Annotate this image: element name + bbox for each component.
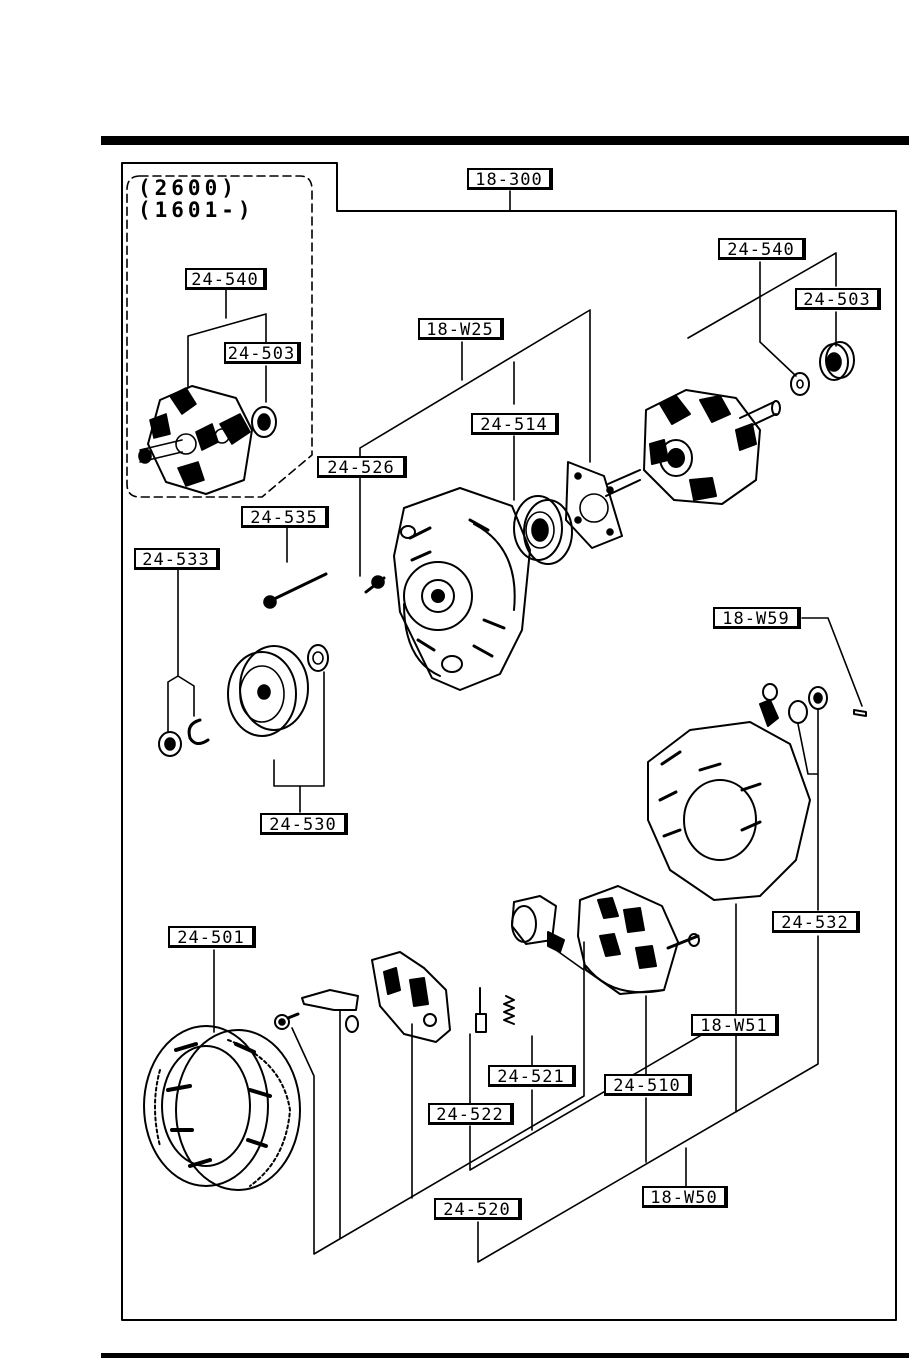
- part-label-18-w51[interactable]: 18-W51: [691, 1014, 779, 1036]
- part-label-24-510[interactable]: 24-510: [604, 1074, 692, 1096]
- brush-drawing: [475, 987, 487, 1033]
- rear-bushing-drawing: [788, 700, 808, 724]
- stator-drawing: [143, 1025, 301, 1191]
- regulator-screw-drawing: [274, 1014, 290, 1030]
- part-label-24-535[interactable]: 24-535: [241, 506, 329, 528]
- inset-rotor-drawing: [138, 385, 277, 495]
- rotor-washer-drawing: [790, 372, 810, 396]
- through-bolt-drawing: [270, 572, 328, 602]
- rear-housing-drawing: [647, 683, 811, 901]
- brush-spring-drawing: [503, 995, 515, 1025]
- part-label-24-521[interactable]: 24-521: [488, 1065, 576, 1087]
- part-label-24-540[interactable]: 24-540: [718, 238, 806, 260]
- rotor-drawing: [605, 389, 781, 505]
- part-label-24-522[interactable]: 24-522: [428, 1103, 514, 1125]
- part-label-24-533[interactable]: 24-533: [134, 548, 220, 570]
- part-label-24-503-inset[interactable]: 24-503: [224, 342, 301, 364]
- brush-holder-drawing: [511, 895, 565, 953]
- part-label-24-526[interactable]: 24-526: [317, 456, 407, 478]
- pulley-nut-drawing: [158, 718, 210, 757]
- assembly-frame: [121, 162, 897, 1321]
- variant-engine-note: (2600): [138, 176, 238, 200]
- part-label-24-532[interactable]: 24-532: [772, 911, 860, 933]
- regulator-drawing: [301, 951, 451, 1043]
- part-label-18-300[interactable]: 18-300: [467, 168, 553, 190]
- part-label-24-514[interactable]: 24-514: [471, 413, 559, 435]
- part-label-24-540-inset[interactable]: 24-540: [185, 268, 267, 290]
- part-label-18-w59[interactable]: 18-W59: [713, 607, 801, 629]
- part-label-24-520[interactable]: 24-520: [434, 1198, 522, 1220]
- variant-inset-box: [126, 175, 313, 498]
- rectifier-drawing: [577, 885, 700, 995]
- part-label-24-503[interactable]: 24-503: [795, 288, 881, 310]
- part-label-24-501[interactable]: 24-501: [168, 926, 256, 948]
- variant-serial-note: (1601-): [138, 198, 255, 222]
- part-label-24-530[interactable]: 24-530: [260, 813, 348, 835]
- pulley-drawing: [227, 644, 329, 737]
- bottom-rule: [101, 1353, 909, 1358]
- retainer-plate-drawing: [565, 461, 623, 549]
- front-housing-drawing: [393, 487, 531, 691]
- rotor-bearing-drawing: [819, 341, 855, 381]
- bearing-drawing: [513, 495, 573, 565]
- plug-drawing: [853, 709, 867, 717]
- part-label-18-w25[interactable]: 18-W25: [418, 318, 504, 340]
- part-label-18-w50[interactable]: 18-W50: [642, 1186, 728, 1208]
- top-rule: [101, 136, 909, 145]
